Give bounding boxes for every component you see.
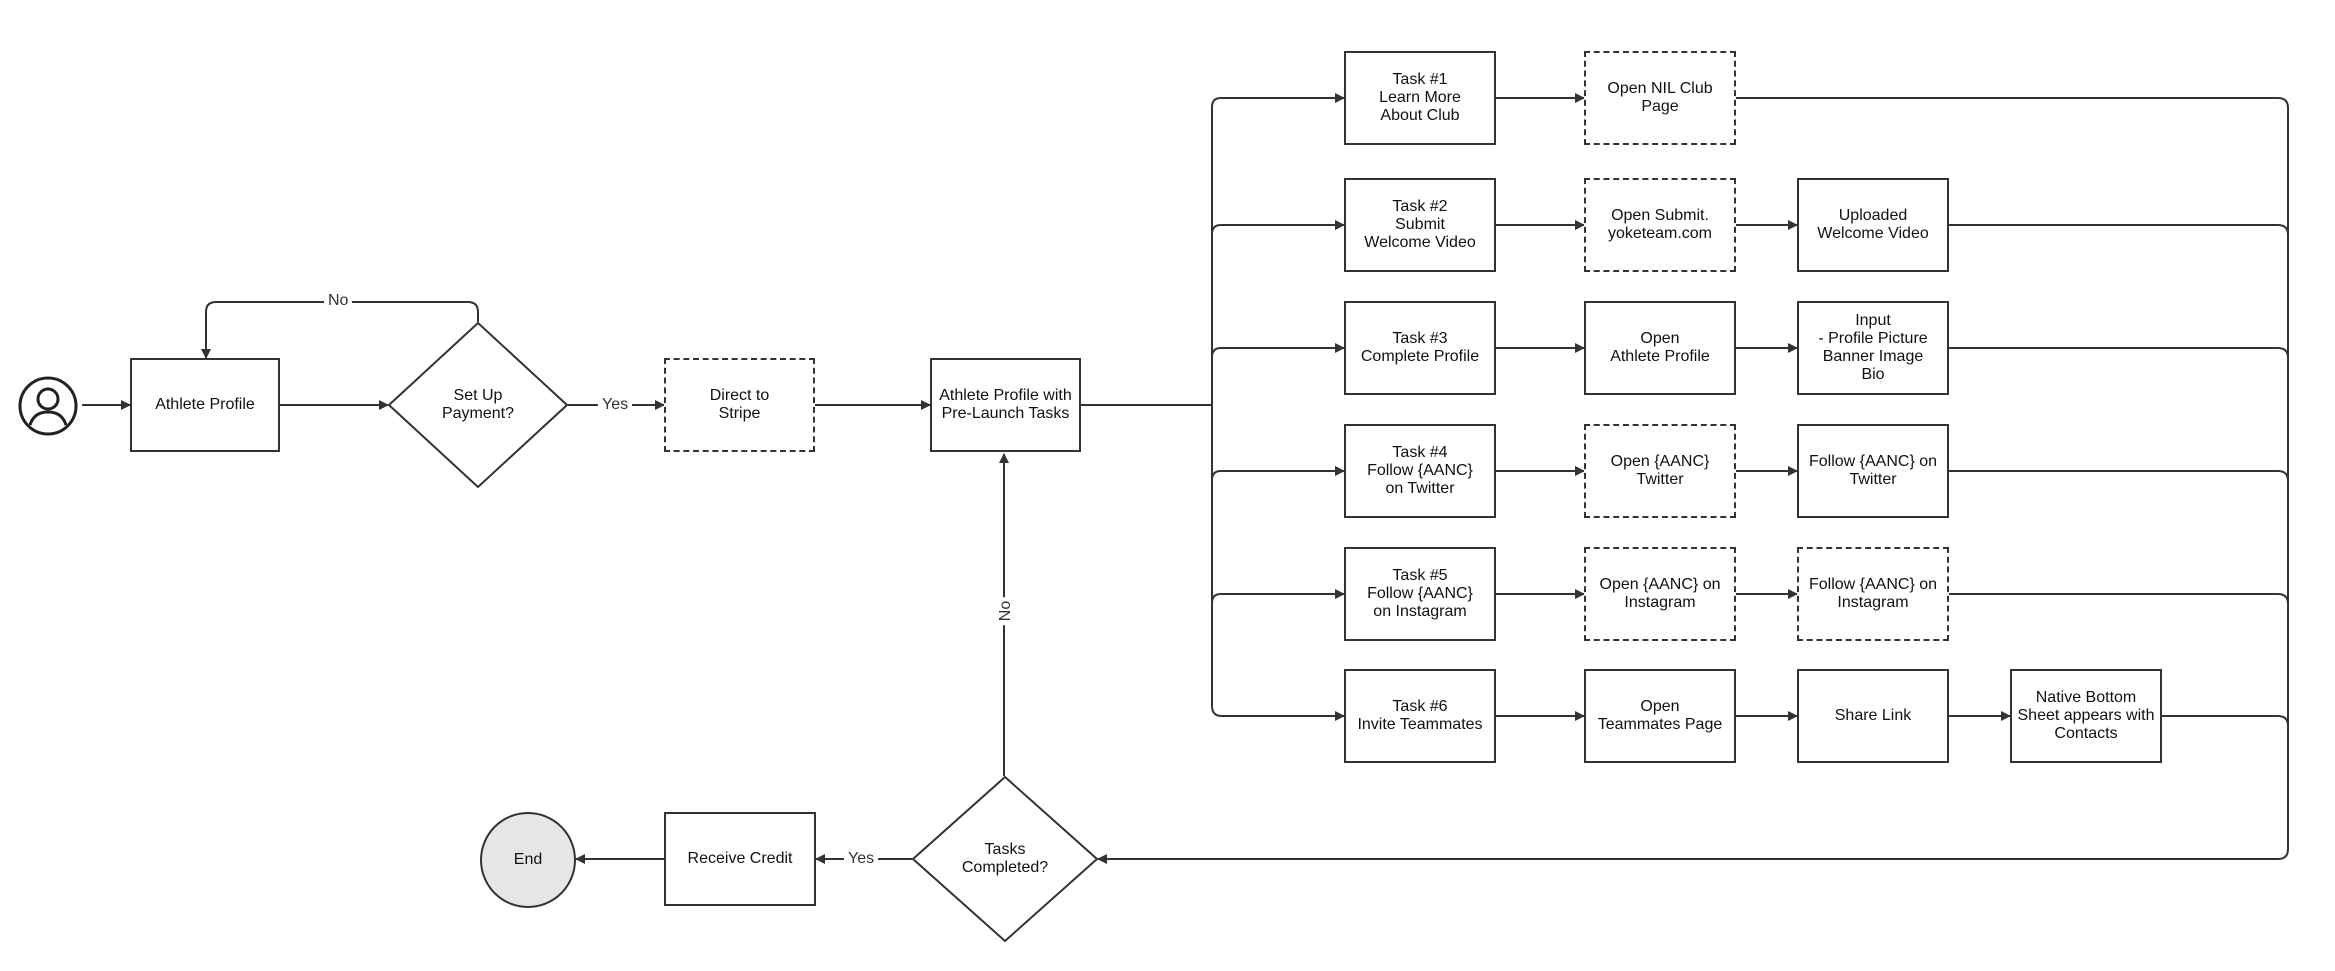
task-bus (1211, 97, 1223, 717)
input-profile-label: Input - Profile Picture Banner Image Bio (1818, 312, 1928, 383)
set-up-payment-decision: Set Up Payment? (388, 322, 568, 488)
no-tasks-label: No (997, 596, 1016, 626)
open-nil-club-label: Open NIL Club Page (1607, 80, 1713, 115)
direct-to-stripe-node: Direct to Stripe (664, 358, 815, 452)
follow-twitter-label: Follow {AANC} on Twitter (1808, 453, 1938, 488)
task4-label: Task #4 Follow {AANC} on Twitter (1367, 444, 1473, 497)
task1-label: Task #1 Learn More About Club (1379, 71, 1461, 124)
pre-launch-tasks-label: Athlete Profile with Pre-Launch Tasks (939, 387, 1072, 422)
open-instagram-label: Open {AANC} on Instagram (1599, 576, 1721, 611)
native-bottom-sheet-label: Native Bottom Sheet appears with Contact… (2017, 689, 2155, 742)
direct-to-stripe-label: Direct to Stripe (709, 387, 770, 422)
share-link-label: Share Link (1834, 707, 1912, 724)
receive-credit-label: Receive Credit (687, 850, 793, 867)
task5-node: Task #5 Follow {AANC} on Instagram (1344, 547, 1496, 641)
no-payment-label: No (324, 292, 353, 310)
native-bottom-sheet-node: Native Bottom Sheet appears with Contact… (2010, 669, 2162, 763)
open-athlete-profile-label: Open Athlete Profile (1610, 330, 1710, 365)
tasks-completed-decision: Tasks Completed? (912, 776, 1098, 942)
athlete-profile-label: Athlete Profile (155, 396, 255, 413)
collector-line (1097, 108, 2289, 864)
end-label: End (513, 851, 543, 868)
open-twitter-node: Open {AANC} Twitter (1584, 424, 1736, 518)
open-instagram-node: Open {AANC} on Instagram (1584, 547, 1736, 641)
share-link-node: Share Link (1797, 669, 1949, 763)
task5-label: Task #5 Follow {AANC} on Instagram (1367, 567, 1473, 620)
task1-node: Task #1 Learn More About Club (1344, 51, 1496, 145)
pre-launch-tasks-node: Athlete Profile with Pre-Launch Tasks (930, 358, 1081, 452)
receive-credit-node: Receive Credit (664, 812, 816, 906)
user-icon (18, 376, 78, 436)
task6-label: Task #6 Invite Teammates (1357, 698, 1483, 733)
input-profile-node: Input - Profile Picture Banner Image Bio (1797, 301, 1949, 395)
open-submit-label: Open Submit. yoketeam.com (1607, 207, 1713, 242)
task4-node: Task #4 Follow {AANC} on Twitter (1344, 424, 1496, 518)
task3-label: Task #3 Complete Profile (1360, 330, 1480, 365)
yes-payment-label: Yes (598, 396, 633, 414)
task3-node: Task #3 Complete Profile (1344, 301, 1496, 395)
open-twitter-label: Open {AANC} Twitter (1610, 453, 1710, 488)
open-athlete-profile-node: Open Athlete Profile (1584, 301, 1736, 395)
athlete-profile-node: Athlete Profile (130, 358, 280, 452)
end-node: End (480, 812, 576, 908)
follow-instagram-label: Follow {AANC} on Instagram (1808, 576, 1938, 611)
uploaded-welcome-video-label: Uploaded Welcome Video (1817, 207, 1929, 242)
task6-node: Task #6 Invite Teammates (1344, 669, 1496, 763)
yes-tasks-label: Yes (844, 850, 879, 868)
follow-instagram-node: Follow {AANC} on Instagram (1797, 547, 1949, 641)
follow-twitter-node: Follow {AANC} on Twitter (1797, 424, 1949, 518)
set-up-payment-label: Set Up Payment? (441, 387, 515, 422)
task2-label: Task #2 Submit Welcome Video (1364, 198, 1476, 251)
tasks-completed-label: Tasks Completed? (961, 841, 1049, 876)
open-teammates-node: Open Teammates Page (1584, 669, 1736, 763)
open-submit-node: Open Submit. yoketeam.com (1584, 178, 1736, 272)
open-teammates-label: Open Teammates Page (1597, 698, 1723, 733)
task2-node: Task #2 Submit Welcome Video (1344, 178, 1496, 272)
open-nil-club-node: Open NIL Club Page (1584, 51, 1736, 145)
uploaded-welcome-video-node: Uploaded Welcome Video (1797, 178, 1949, 272)
